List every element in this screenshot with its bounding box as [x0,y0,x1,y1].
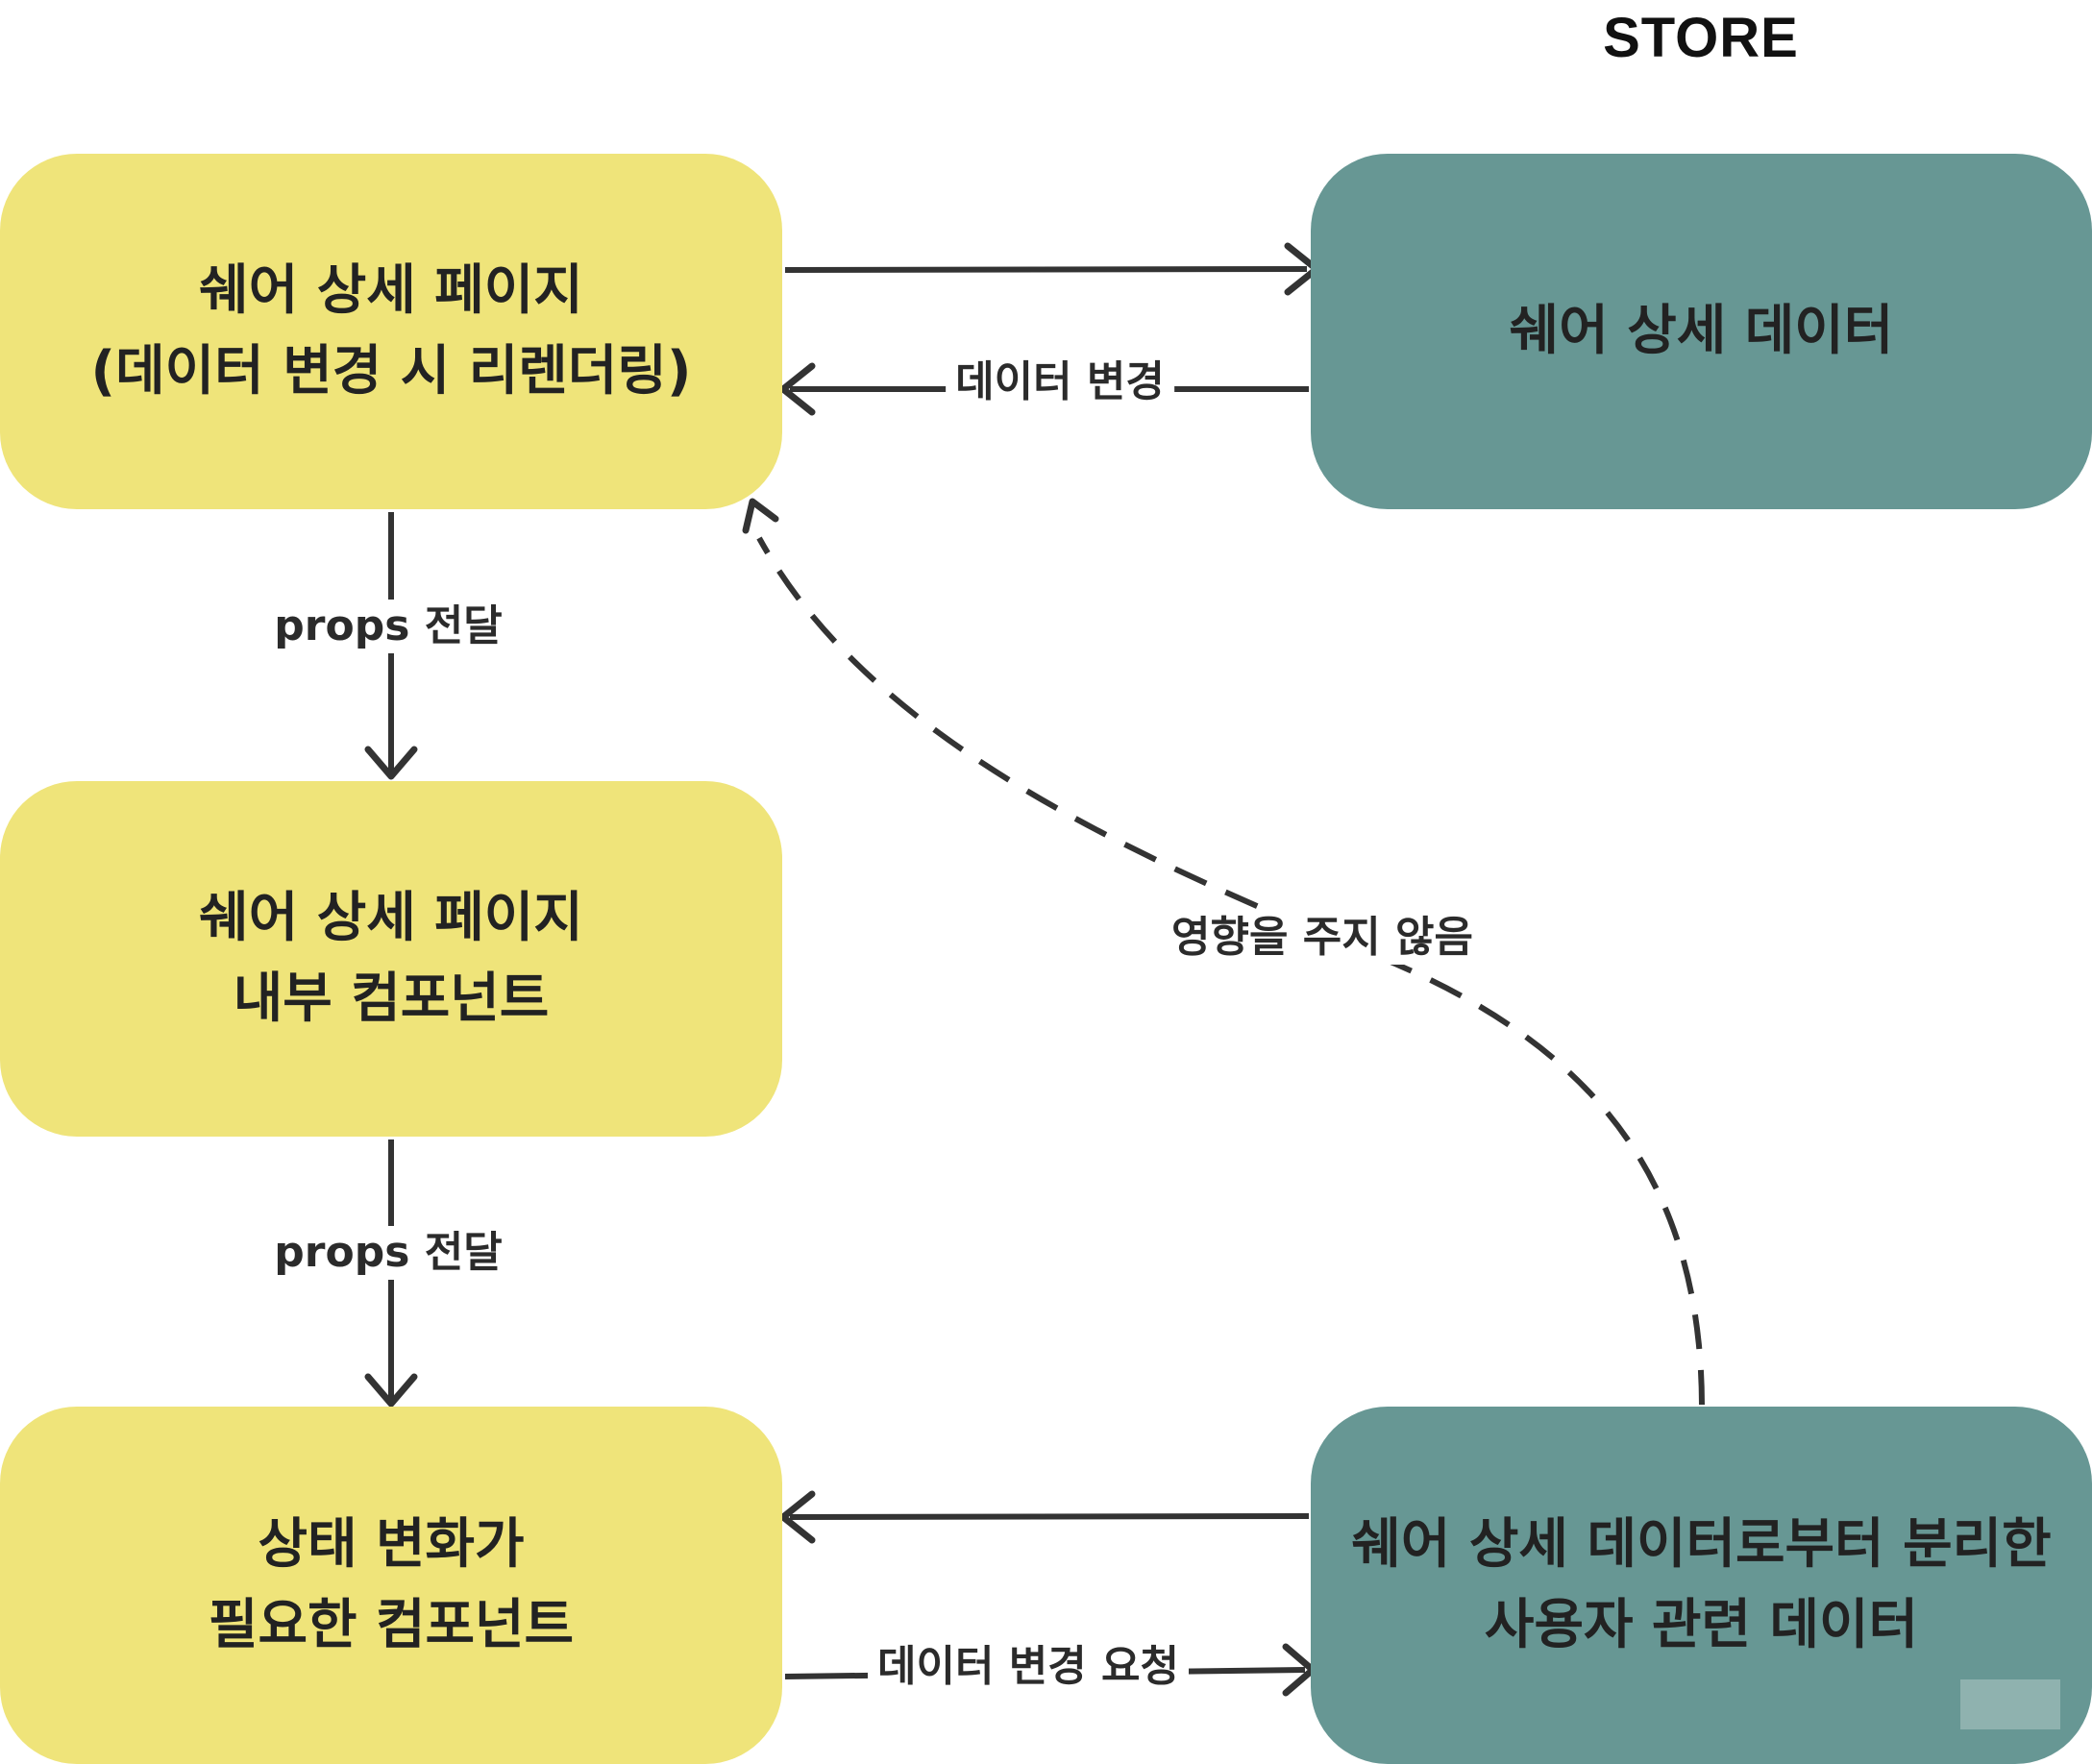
node-line: 쉐어 상세 페이지 [199,259,583,322]
store-share-detail-node: 쉐어 상세 데이터 [1311,154,2092,509]
node-line: 쉐어 상세 페이지 [199,887,583,949]
node-line: 필요한 컴포넌트 [208,1594,575,1656]
arrow-page-to-store [784,242,1320,296]
arrow-user-to-state [779,1490,1310,1544]
node-line: 사용자 관련 데이터 [1484,1594,1919,1656]
edge-label-detail-change: 데이터 변경 [946,355,1174,409]
node-line: 상태 변화가 [258,1513,525,1576]
share-detail-page-node: 쉐어 상세 페이지 (데이터 변경 시 리렌더링) [0,154,782,509]
store-title: STORE [1603,7,1799,69]
node-line: 내부 컴포넌트 [233,968,550,1030]
edge-label-change-request: 데이터 변경 요청 [868,1640,1189,1694]
edge-label-props-2: props 전달 [264,1226,512,1280]
edge-label-no-effect: 영향을 주지 않음 [1162,911,1483,965]
inner-component-node: 쉐어 상세 페이지 내부 컴포넌트 [0,781,782,1137]
corner-chip [1960,1679,2060,1729]
node-line: (데이터 변경 시 리렌더링) [90,340,692,403]
state-component-node: 상태 변화가 필요한 컴포넌트 [0,1407,782,1764]
node-line: 쉐어 상세 데이터 [1509,300,1894,362]
edge-label-props-1: props 전달 [264,600,512,653]
node-line: 쉐어 상세 데이터로부터 분리한 [1351,1513,2052,1576]
store-user-data-node: 쉐어 상세 데이터로부터 분리한 사용자 관련 데이터 [1311,1407,2092,1764]
